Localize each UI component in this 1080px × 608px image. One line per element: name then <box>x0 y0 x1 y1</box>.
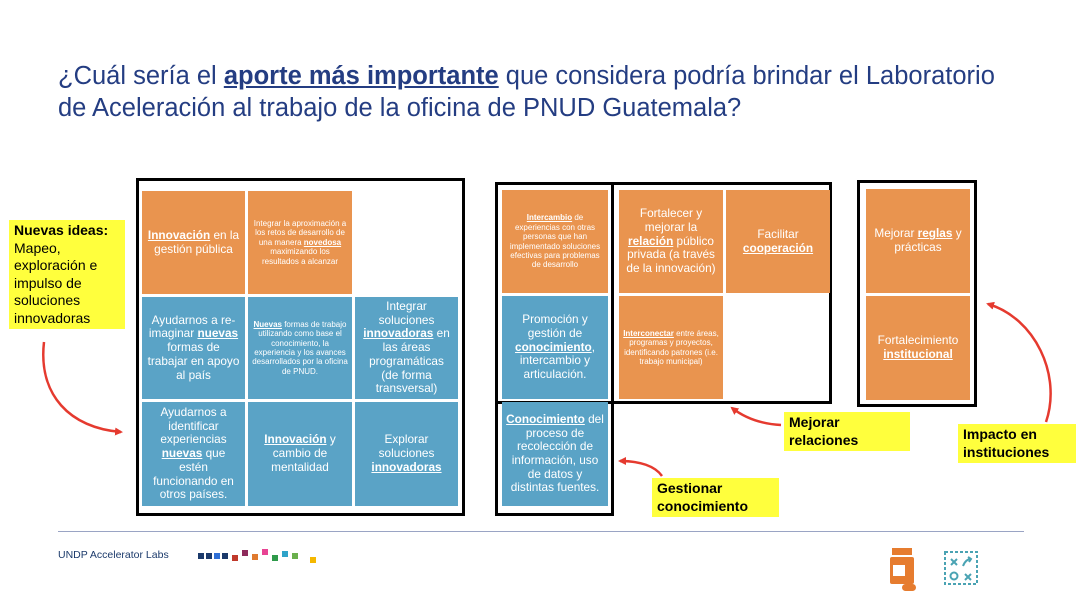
card-text: Explorar soluciones innovadoras <box>371 432 442 474</box>
institutions-card-1: Mejorar reglas y prácticas <box>866 189 970 293</box>
title-part2: que considera podría brindar el Laborato… <box>58 62 995 122</box>
title-part1: ¿Cuál sería el <box>58 62 224 90</box>
slide-title: ¿Cuál sería el aporte más importante que… <box>58 60 1018 124</box>
note-impact-institutions: Impacto en instituciones <box>958 424 1076 463</box>
card-text: Fortalecimiento institucional <box>877 333 959 361</box>
relations-card-5: Interconectar entre áreas, programas y p… <box>619 296 723 399</box>
arrow-new-ideas <box>42 341 123 436</box>
card-text: Nuevas formas de trabajo utilizando como… <box>252 319 348 376</box>
idea-card-5: Integrar soluciones innovadoras en las á… <box>355 297 458 399</box>
card-text: Intercambio de experiencias con otras pe… <box>509 213 601 270</box>
footer-brand: UNDP Accelerator Labs <box>58 549 169 561</box>
card-text: Integrar la aproximación a los retos de … <box>253 218 347 266</box>
frame-new-ideas <box>136 178 465 516</box>
idea-card-6: Ayudarnos a identificar experiencias nue… <box>142 402 245 506</box>
card-text: Facilitar cooperación <box>742 226 814 255</box>
card-text: Conocimiento del proceso de recolección … <box>506 411 604 495</box>
institutions-card-2: Fortalecimiento institucional <box>866 296 970 400</box>
idea-card-4: Nuevas formas de trabajo utilizando como… <box>248 297 352 399</box>
footer-divider <box>58 531 1024 532</box>
relations-card-2: Fortalecer y mejorar la relación público… <box>619 190 723 293</box>
frame-relations <box>495 182 832 404</box>
relations-card-3: Facilitar cooperación <box>726 190 830 293</box>
card-text: Ayudarnos a identificar experiencias nue… <box>153 405 234 502</box>
pill-bottle-icon <box>890 548 916 591</box>
card-text: Interconectar entre áreas, programas y p… <box>623 328 719 366</box>
note-new-ideas-heading: Nuevas ideas: <box>14 222 109 238</box>
card-text: Innovación y cambio de mentalidad <box>264 432 336 474</box>
card-text: Ayudarnos a re-imaginar nuevas formas de… <box>147 312 240 382</box>
note-new-ideas-text: Mapeo, exploración e impulso de solucion… <box>14 239 98 326</box>
relations-card-1: Intercambio de experiencias con otras pe… <box>502 190 608 293</box>
card-text: Mejorar reglas y prácticas <box>874 226 962 254</box>
card-text: Promoción y gestión de conocimiento, int… <box>515 312 595 381</box>
idea-card-7: Innovación y cambio de mentalidad <box>248 402 352 506</box>
arrow-knowledge <box>618 457 664 477</box>
idea-card-8: Explorar soluciones innovadoras <box>355 402 458 506</box>
note-new-ideas: Nuevas ideas: Mapeo, exploración e impul… <box>9 220 125 329</box>
frame-institutions <box>857 180 977 407</box>
note-manage-knowledge: Gestionar conocimiento <box>652 478 779 517</box>
idea-card-2: Integrar la aproximación a los retos de … <box>248 191 352 294</box>
arrow-relations <box>730 406 782 427</box>
arrow-institutions <box>986 301 1052 423</box>
relations-card-4: Promoción y gestión de conocimiento, int… <box>502 296 608 399</box>
card-text: Fortalecer y mejorar la relación público… <box>626 206 716 275</box>
idea-card-1: Innovación en la gestión pública <box>142 191 245 294</box>
note-improve-relations: Mejorar relaciones <box>784 412 910 451</box>
title-emphasis: aporte más importante <box>223 62 499 90</box>
idea-card-3: Ayudarnos a re-imaginar nuevas formas de… <box>142 297 245 399</box>
card-text: Integrar soluciones innovadoras en las á… <box>363 299 450 396</box>
strategy-board-icon <box>944 551 978 585</box>
card-text: Innovación en la gestión pública <box>147 227 240 256</box>
relations-card-6: Conocimiento del proceso de recolección … <box>502 402 608 506</box>
